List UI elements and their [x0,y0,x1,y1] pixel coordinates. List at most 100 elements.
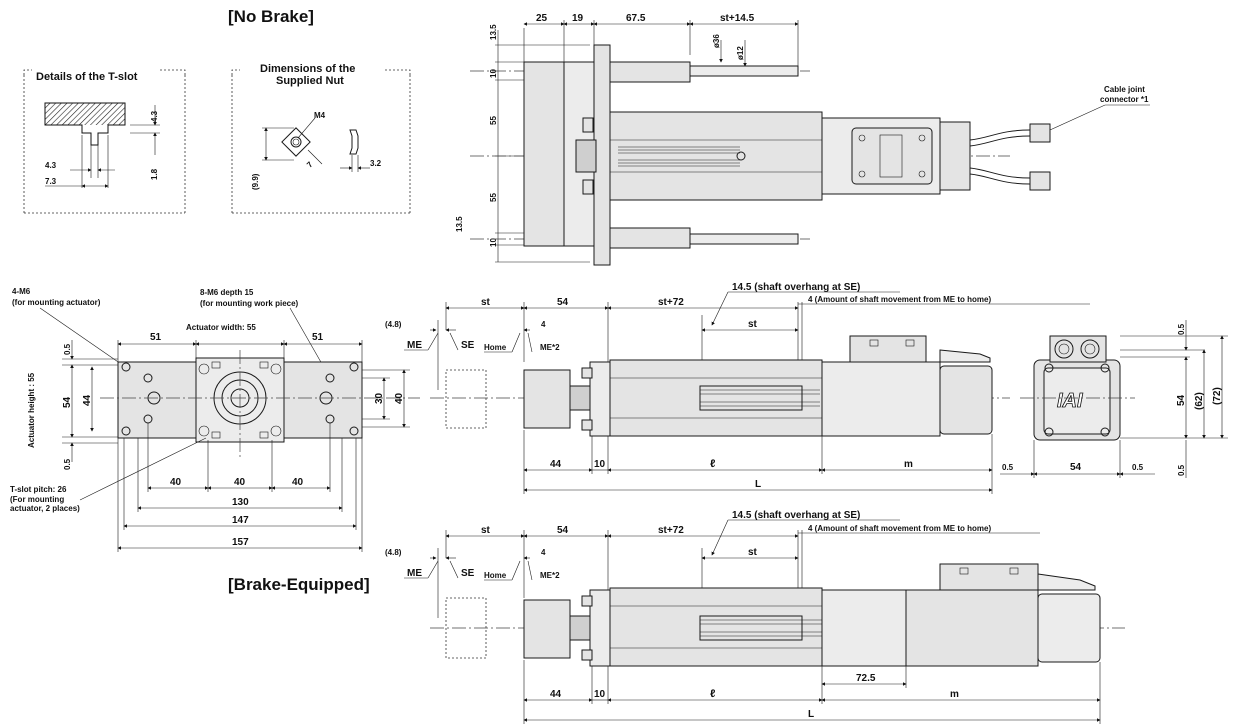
end-view: IAI 0.5 54 (62) (72) 0.5 54 0.5 0.5 [1000,320,1228,478]
cable-joint-label-1: Cable joint [1104,85,1145,94]
nb-dim-m: m [904,459,913,470]
top-dim-55a: 55 [489,116,498,125]
end-dim-72: (72) [1212,387,1223,405]
tslot-dim-4-3-v: 4.3 [150,110,159,122]
nut-dim-3-2: 3.2 [370,159,382,168]
nb-overhang: 14.5 (shaft overhang at SE) [732,282,860,293]
nut-m4-label: M4 [314,111,326,120]
br-dim-10: 10 [594,689,606,700]
tslot-title: Details of the T-slot [36,71,138,83]
nut-dim-7: 7 [305,160,315,170]
end-dim-54-bottom: 54 [1070,462,1082,473]
nb-dim-L: L [755,479,761,490]
front-dim-147: 147 [232,515,249,526]
nb-movement: 4 (Amount of shaft movement from ME to h… [808,295,991,304]
nb-dim-4-8: (4.8) [385,320,402,329]
front-dim-51b: 51 [312,332,324,343]
br-dim-44: 44 [550,689,562,700]
brake-equipped-heading: [Brake-Equipped] [228,575,370,594]
nb-home-label: Home [484,343,507,352]
actuator-width-label: Actuator width: 55 [186,323,256,332]
m6-label-2: (for mounting actuator) [12,298,101,307]
br-movement: 4 (Amount of shaft movement from ME to h… [808,524,991,533]
nb-dim-4: 4 [541,320,546,329]
br-me-label: ME [407,568,422,579]
nb-me2-label: ME*2 [540,343,560,352]
iai-logo: IAI [1057,390,1083,412]
nut-detail: Dimensions of the Supplied Nut M4 7 (9.9… [231,63,411,214]
tslot-pitch-label-3: actuator, 2 places) [10,504,80,513]
actuator-height-label: Actuator height : 55 [27,372,36,448]
end-dim-0-5-top: 0.5 [1177,323,1186,335]
top-dim-phi12: ø12 [736,46,745,60]
br-se-label: SE [461,568,475,579]
nb-dim-54: 54 [557,297,569,308]
tslot-dim-1-8: 1.8 [150,168,159,180]
br-dim-m: m [950,689,959,700]
front-dim-157: 157 [232,537,249,548]
top-view: 25 19 67.5 st+14.5 ø36 ø12 13.5 10 55 55… [455,13,1150,266]
front-dim-40c: 40 [292,477,304,488]
end-dim-0-5-left: 0.5 [1002,463,1014,472]
end-dim-0-5-right: 0.5 [1132,463,1144,472]
nut-title-2: Supplied Nut [276,75,344,87]
front-view: 4-M6 (for mounting actuator) 8-M6 depth … [10,287,420,552]
br-me2-label: ME*2 [540,571,560,580]
nb-dim-44: 44 [550,459,562,470]
m6-depth-label-1: 8-M6 depth 15 [200,288,254,297]
no-brake-heading: [No Brake] [228,7,314,26]
nb-me-label: ME [407,340,422,351]
br-dim-st-inner: st [748,547,758,558]
nb-dim-ell: ℓ [710,458,715,470]
front-dim-40b: 40 [234,477,246,488]
end-dim-54: 54 [1176,394,1187,406]
br-dim-54: 54 [557,525,569,536]
tslot-dim-7-3: 7.3 [45,177,57,186]
br-dim-st72: st+72 [658,525,684,536]
nb-se-label: SE [461,340,475,351]
br-dim-72-5: 72.5 [856,673,876,684]
top-dim-13-5b: 13.5 [455,216,464,232]
br-dim-ell: ℓ [710,688,715,700]
front-dim-44: 44 [82,394,93,406]
br-dim-L: L [808,709,814,720]
top-dim-10a: 10 [489,69,498,78]
br-dim-st: st [481,525,491,536]
nb-dim-st: st [481,297,491,308]
end-dim-0-5-br: 0.5 [1177,464,1186,476]
top-dim-phi36: ø36 [712,34,721,48]
front-dim-51a: 51 [150,332,162,343]
front-dim-0-5b: 0.5 [63,458,72,470]
nb-dim-10: 10 [594,459,606,470]
m6-label-1: 4-M6 [12,287,31,296]
nut-title-1: Dimensions of the [260,63,355,75]
m6-depth-label-2: (for mounting work piece) [200,299,299,308]
front-dim-54: 54 [62,396,73,408]
top-dim-67-5: 67.5 [626,13,646,24]
front-dim-40a: 40 [170,477,182,488]
nb-dim-st72: st+72 [658,297,684,308]
tslot-detail: Details of the T-slot 4.3 1.8 4.3 7.3 [23,69,186,214]
br-dim-4: 4 [541,548,546,557]
top-dim-st-14-5: st+14.5 [720,13,755,24]
br-home-label: Home [484,571,507,580]
top-dim-13-5a: 13.5 [489,24,498,40]
cable-joint-label-2: connector *1 [1100,95,1149,104]
br-dim-4-8: (4.8) [385,548,402,557]
top-dim-10b: 10 [489,238,498,247]
br-overhang: 14.5 (shaft overhang at SE) [732,510,860,521]
tslot-dim-4-3: 4.3 [45,161,57,170]
side-view-brake: st 54 st+72 14.5 (shaft overhang at SE) … [385,510,1125,724]
front-dim-0-5a: 0.5 [63,343,72,355]
tslot-pitch-label-2: (For mounting [10,495,64,504]
front-dim-30: 30 [374,392,385,404]
tslot-pitch-label-1: T-slot pitch: 26 [10,485,67,494]
top-dim-19: 19 [572,13,584,24]
end-dim-62: (62) [1194,392,1205,410]
front-dim-130: 130 [232,497,249,508]
top-dim-55b: 55 [489,193,498,202]
side-view-no-brake: st 54 st+72 14.5 (shaft overhang at SE) … [385,282,1090,494]
top-dim-25: 25 [536,13,548,24]
front-dim-40-right: 40 [394,392,405,404]
